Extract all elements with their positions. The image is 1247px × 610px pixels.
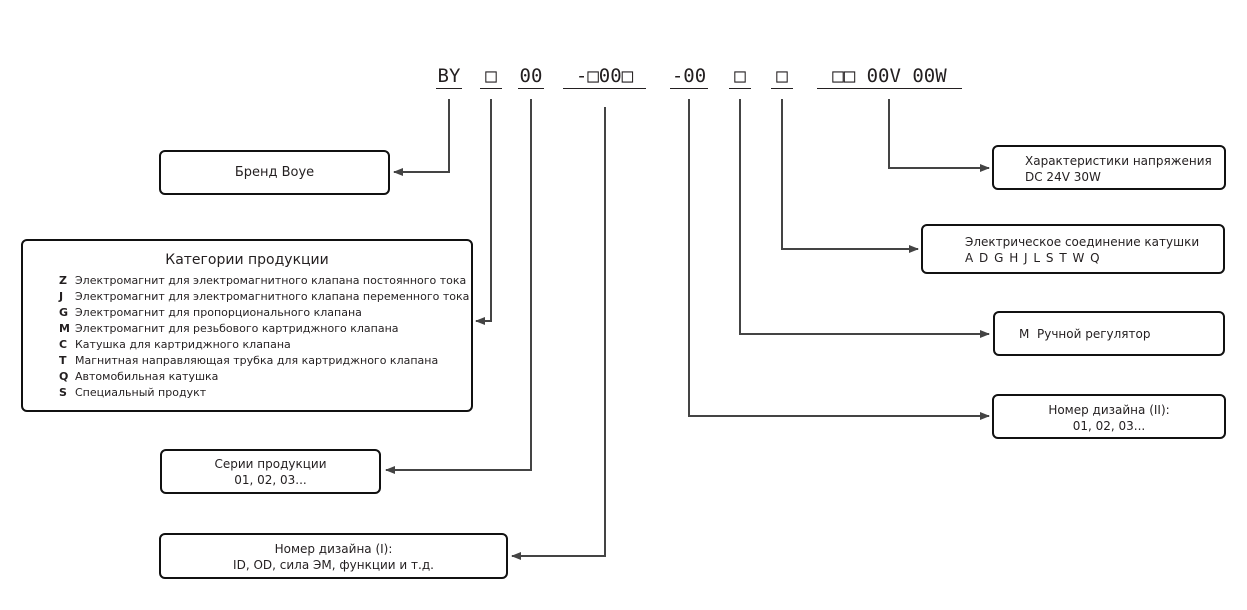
series-title: Серии продукции xyxy=(214,457,327,471)
code-connection: □ xyxy=(771,64,793,89)
voltage-box: Характеристики напряжения DC 24V 30W xyxy=(992,145,1226,190)
connector-design2 xyxy=(688,99,990,420)
category-label: Электромагнит для электромагнитного клап… xyxy=(75,290,470,303)
category-item: S Специальный продукт xyxy=(59,385,471,401)
connector-category xyxy=(475,99,492,325)
connector-voltage xyxy=(888,99,990,172)
design1-value: ID, OD, сила ЭМ, функции и т.д. xyxy=(233,558,434,572)
connector-connection xyxy=(781,99,919,253)
category-item: G Электромагнит для пропорционального кла… xyxy=(59,305,471,321)
category-item: M Электромагнит для резьбового картриджно… xyxy=(59,321,471,337)
category-code: Q xyxy=(59,370,69,383)
design1-box: Номер дизайна (I): ID, OD, сила ЭМ, функ… xyxy=(159,533,508,579)
category-code: Z xyxy=(59,274,67,287)
model-code: BY □ 00 -□00□ -00 □ □ □□ 00V 00W xyxy=(0,64,962,280)
code-voltage: □□ 00V 00W xyxy=(817,64,962,89)
code-brand: BY xyxy=(436,65,462,89)
category-code: G xyxy=(59,306,69,319)
category-label: Автомобильная катушка xyxy=(75,370,219,383)
code-series: 00 xyxy=(518,65,544,89)
voltage-value: DC 24V 30W xyxy=(1025,170,1101,184)
manual-label: M Ручной регулятор xyxy=(1019,326,1151,341)
voltage-title: Характеристики напряжения xyxy=(1025,154,1212,168)
connection-title: Электрическое соединение катушки xyxy=(965,235,1200,249)
category-item: Z Электромагнит для электромагнитного кла… xyxy=(59,273,471,289)
category-code: C xyxy=(59,338,68,351)
categories-box: Категории продукции Z Электромагнит для э… xyxy=(21,239,473,412)
category-label: Электромагнит для резьбового картриджног… xyxy=(75,322,399,335)
manual-box: M Ручной регулятор xyxy=(993,311,1225,356)
category-item: C Катушка для картриджного клапана xyxy=(59,337,471,353)
categories-list: Z Электромагнит для электромагнитного кла… xyxy=(59,273,471,401)
code-manual: □ xyxy=(729,64,751,89)
brand-box: Бренд Boye xyxy=(159,150,390,195)
design2-value: 01, 02, 03... xyxy=(1072,419,1146,433)
connector-series xyxy=(385,99,532,474)
brand-label: Бренд Boye xyxy=(234,164,315,180)
design2-box: Номер дизайна (II): 01, 02, 03... xyxy=(992,394,1226,439)
category-code: S xyxy=(59,386,67,399)
connection-box: Электрическое соединение катушки A D G H… xyxy=(921,224,1225,274)
design1-title: Номер дизайна (I): xyxy=(274,542,393,556)
design2-title: Номер дизайна (II): xyxy=(1048,403,1170,417)
categories-title: Категории продукции xyxy=(165,252,329,268)
category-item: T Магнитная направляющая трубка для картр… xyxy=(59,353,471,369)
series-box: Серии продукции 01, 02, 03... xyxy=(160,449,381,494)
code-category: □ xyxy=(480,64,502,89)
connector-design1 xyxy=(511,107,606,560)
code-design2: -00 xyxy=(670,65,708,89)
connection-value: A D G H J L S T W Q xyxy=(965,251,1100,265)
category-label: Электромагнит для пропорционального клап… xyxy=(75,306,362,319)
connector-brand xyxy=(393,99,450,176)
category-code: T xyxy=(59,354,67,367)
connector-manual xyxy=(739,99,990,338)
category-label: Электромагнит для электромагнитного клап… xyxy=(75,274,467,287)
category-code: M xyxy=(59,322,70,335)
category-item: J Электромагнит для электромагнитного кла… xyxy=(59,289,471,305)
category-label: Катушка для картриджного клапана xyxy=(75,338,291,351)
category-label: Специальный продукт xyxy=(75,386,207,399)
code-design1: -□00□ xyxy=(563,64,646,89)
category-label: Магнитная направляющая трубка для картри… xyxy=(75,354,439,367)
series-value: 01, 02, 03... xyxy=(234,473,307,487)
category-code: J xyxy=(59,290,64,303)
category-item: Q Автомобильная катушка xyxy=(59,369,471,385)
